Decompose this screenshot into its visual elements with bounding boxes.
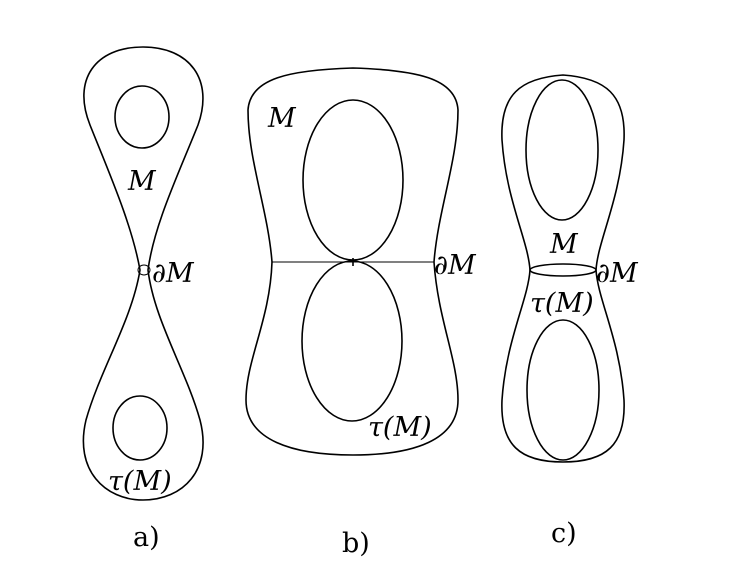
panel-c: M ∂M τ(M) c) xyxy=(501,74,639,549)
panel-a-caption: a) xyxy=(133,522,160,553)
panel-c-label-tau: τ(M) xyxy=(530,288,594,319)
panel-b-label-boundary: ∂M xyxy=(434,250,477,281)
panel-c-label-m: M xyxy=(549,229,579,260)
panel-a-label-m: M xyxy=(127,166,157,197)
panel-a-label-boundary: ∂M xyxy=(152,258,195,289)
panel-c-lower-hole xyxy=(526,319,600,461)
panel-a-boundary-circle xyxy=(137,264,151,276)
panel-b-label-m: M xyxy=(267,103,297,134)
panel-a-outline xyxy=(82,46,204,501)
panel-b-outline xyxy=(245,67,459,456)
panel-c-caption: c) xyxy=(551,518,577,549)
panel-b-upper-hole xyxy=(302,99,404,261)
panel-c-boundary-ellipse xyxy=(529,263,597,277)
panel-c-outline xyxy=(501,74,625,463)
panel-a-upper-hole xyxy=(114,85,170,149)
panel-b: M ∂M τ(M) b) xyxy=(245,67,477,559)
panel-c-label-boundary: ∂M xyxy=(596,258,639,289)
panel-b-caption: b) xyxy=(342,528,370,559)
panel-b-label-tau: τ(M) xyxy=(368,412,432,443)
panel-a: M ∂M τ(M) a) xyxy=(82,46,204,553)
panel-a-label-tau: τ(M) xyxy=(108,466,172,497)
panel-c-upper-hole xyxy=(525,79,599,221)
panel-b-lower-hole xyxy=(301,260,403,422)
panel-a-lower-hole xyxy=(112,395,168,461)
